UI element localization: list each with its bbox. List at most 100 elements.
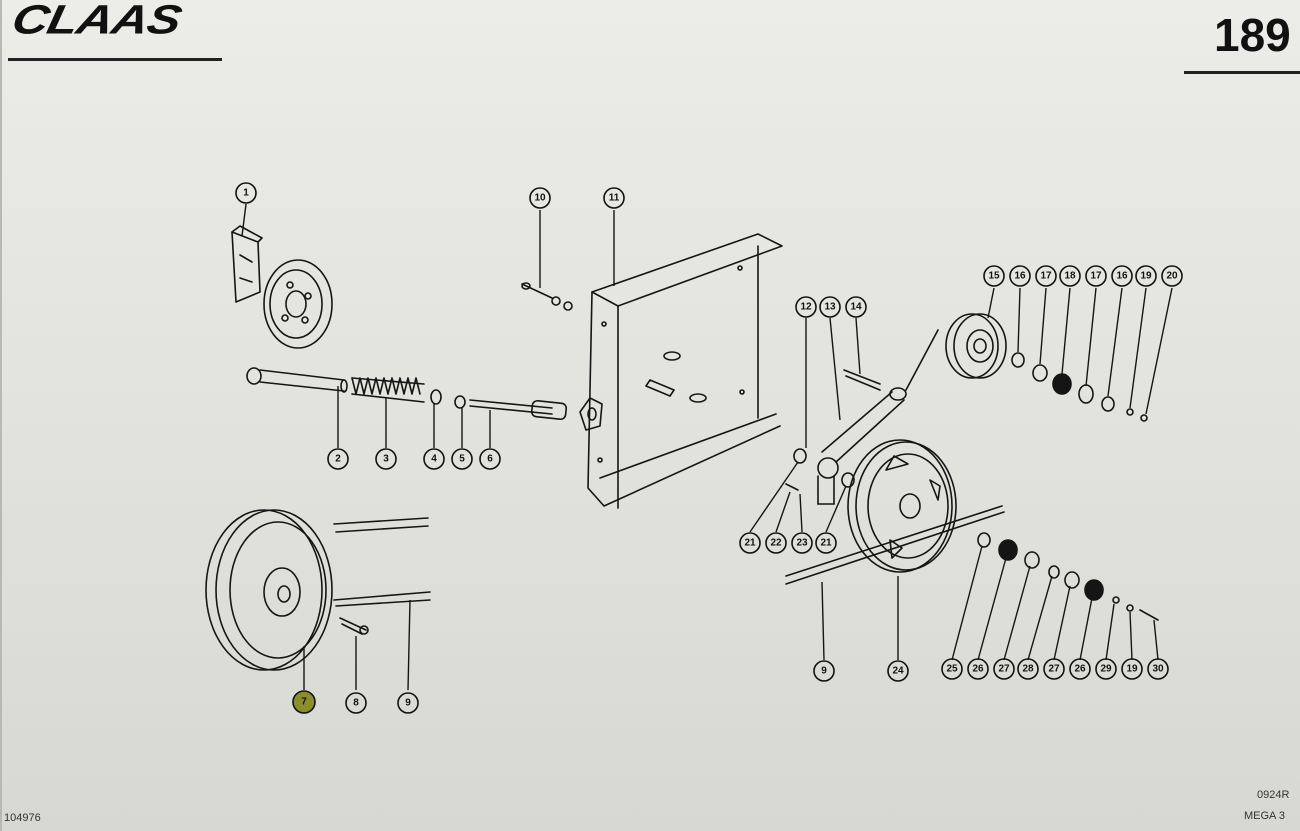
svg-text:13: 13: [824, 302, 836, 313]
svg-text:27: 27: [998, 664, 1010, 675]
svg-text:19: 19: [1126, 664, 1138, 675]
arm-hardware-set: [785, 448, 855, 491]
callout-2: 2: [327, 448, 349, 470]
washer-part: [454, 395, 466, 409]
svg-text:21: 21: [744, 538, 756, 549]
callout-25: 25: [941, 658, 963, 680]
svg-text:20: 20: [1166, 271, 1178, 282]
spring-part: [351, 377, 425, 403]
callout-17: 17: [1035, 265, 1057, 287]
callout-21: 21: [815, 532, 837, 554]
svg-text:22: 22: [770, 538, 782, 549]
callout-16: 16: [1009, 265, 1031, 287]
callout-3: 3: [375, 448, 397, 470]
svg-text:27: 27: [1048, 664, 1060, 675]
svg-text:2: 2: [335, 454, 341, 465]
callout-30: 30: [1147, 658, 1169, 680]
small-bolt-part: [521, 282, 573, 311]
callout-24: 24: [887, 660, 909, 682]
callout-7-highlighted[interactable]: 7: [292, 690, 316, 714]
bolt-part: [246, 367, 348, 393]
svg-text:15: 15: [988, 271, 1000, 282]
callout-20: 20: [1161, 265, 1183, 287]
callout-27: 27: [993, 658, 1015, 680]
svg-text:30: 30: [1152, 664, 1164, 675]
svg-text:26: 26: [972, 664, 984, 675]
svg-text:14: 14: [850, 302, 862, 313]
callout-28: 28: [1017, 658, 1039, 680]
callout-19: 19: [1121, 658, 1143, 680]
callout-26: 26: [1069, 658, 1091, 680]
mounting-plate-part: [587, 233, 783, 509]
svg-text:8: 8: [353, 698, 359, 709]
tension-arm-part: [817, 329, 939, 505]
svg-text:12: 12: [800, 302, 812, 313]
svg-text:18: 18: [1064, 271, 1076, 282]
svg-text:29: 29: [1100, 664, 1112, 675]
callout-9: 9: [397, 692, 419, 714]
nut-part: [430, 389, 442, 405]
svg-text:7: 7: [301, 697, 307, 708]
svg-text:19: 19: [1140, 271, 1152, 282]
main-pulley-part: [205, 509, 431, 671]
page-border: [0, 0, 2, 831]
callout-1: 1: [235, 182, 257, 204]
callout-12: 12: [795, 296, 817, 318]
svg-text:6: 6: [487, 454, 493, 465]
callout-15: 15: [983, 265, 1005, 287]
callout-5: 5: [451, 448, 473, 470]
header-rule-left: [8, 58, 222, 61]
upper-idler-pulley-part: [945, 313, 1007, 379]
svg-text:9: 9: [405, 698, 411, 709]
page-number: 189: [1214, 9, 1291, 61]
callout-18: 18: [1059, 265, 1081, 287]
callout-13: 13: [819, 296, 841, 318]
callout-16: 16: [1111, 265, 1133, 287]
callout-21: 21: [739, 532, 761, 554]
svg-text:26: 26: [1074, 664, 1086, 675]
callout-17: 17: [1085, 265, 1107, 287]
svg-text:21: 21: [820, 538, 832, 549]
svg-text:25: 25: [946, 664, 958, 675]
bracket-part: [231, 225, 263, 303]
svg-text:5: 5: [459, 454, 465, 465]
header-rule-right: [1184, 71, 1300, 74]
footer-code-right-1: 0924R: [1257, 789, 1290, 801]
callout-22: 22: [765, 532, 787, 554]
svg-text:16: 16: [1014, 271, 1026, 282]
footer-code-left: 104976: [4, 812, 41, 824]
svg-text:10: 10: [534, 193, 546, 204]
svg-text:9: 9: [821, 666, 827, 677]
set-screw-part: [339, 617, 369, 635]
threaded-rod-part: [469, 397, 603, 431]
callout-9: 9: [813, 660, 835, 682]
callout-14: 14: [845, 296, 867, 318]
callout-8: 8: [345, 692, 367, 714]
svg-text:17: 17: [1090, 271, 1102, 282]
svg-text:23: 23: [796, 538, 808, 549]
svg-text:16: 16: [1116, 271, 1128, 282]
leader-lines: [241, 203, 1173, 691]
upper-hardware-set: [1011, 352, 1148, 422]
callout-19: 19: [1135, 265, 1157, 287]
callout-26: 26: [967, 658, 989, 680]
svg-text:3: 3: [383, 454, 389, 465]
lower-hardware-set: [977, 532, 1159, 621]
shaft-part: [785, 505, 1005, 585]
callout-4: 4: [423, 448, 445, 470]
svg-text:28: 28: [1022, 664, 1034, 675]
callout-6: 6: [479, 448, 501, 470]
callout-10: 10: [529, 187, 551, 209]
footer-code-right-2: MEGA 3: [1244, 810, 1285, 822]
svg-text:17: 17: [1040, 271, 1052, 282]
lower-idler-pulley-part: [847, 439, 957, 573]
callout-11: 11: [603, 187, 625, 209]
svg-text:11: 11: [609, 193, 620, 204]
callout-27: 27: [1043, 658, 1065, 680]
hub-flange-part: [263, 259, 333, 349]
callout-29: 29: [1095, 658, 1117, 680]
svg-text:4: 4: [431, 454, 437, 465]
svg-text:24: 24: [892, 666, 904, 677]
